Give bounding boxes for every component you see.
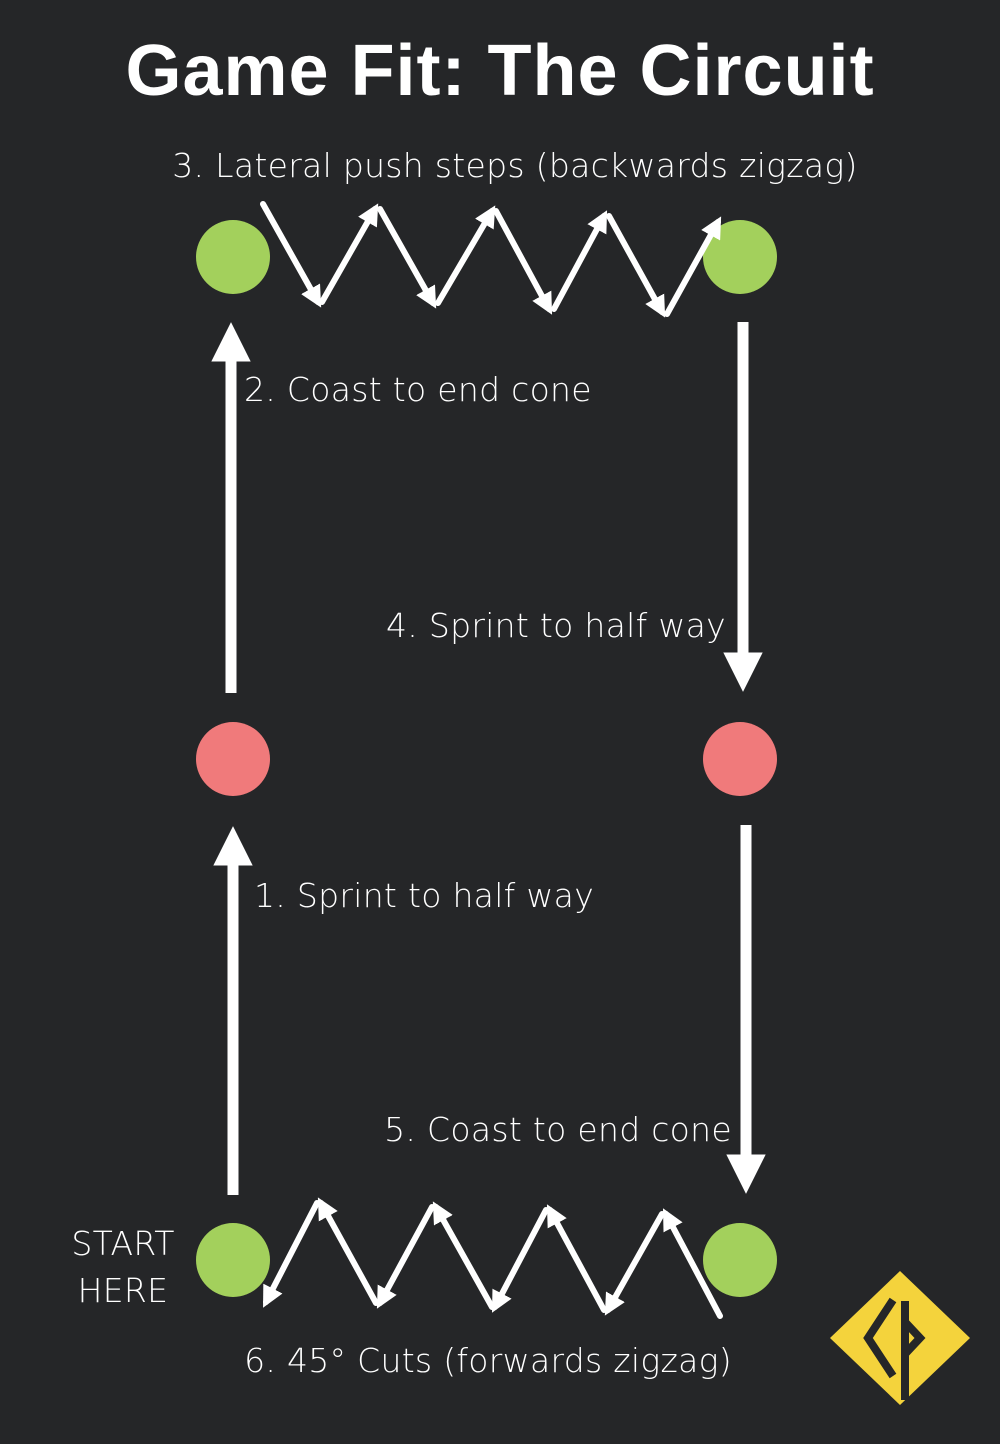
zigzag-bottom-segment [317, 1197, 379, 1306]
zigzag-top-segment [260, 201, 322, 308]
cone-top-left [196, 220, 270, 294]
step-6-label: 6. 45° Cuts (forwards zigzag) [244, 1341, 732, 1380]
step-5-label: 5. Coast to end cone [384, 1110, 732, 1149]
zigzag-bottom [263, 1197, 723, 1319]
zigzag-bottom-segment [263, 1200, 320, 1308]
zigzag-bottom-segment [662, 1208, 723, 1319]
cone-mid-left [196, 722, 270, 796]
cone-mid-right [703, 722, 777, 796]
zigzag-top-segment [377, 206, 437, 309]
zigzag-bottom-segment [491, 1207, 549, 1313]
start-label-line1: START [71, 1224, 175, 1263]
step-2-label: 2. Coast to end cone [244, 370, 592, 409]
cone-bottom-left [196, 1223, 270, 1297]
zigzag-top [260, 201, 722, 318]
zigzag-bottom-segment [432, 1201, 495, 1310]
cone-bottom-right [703, 1223, 777, 1297]
zigzag-top-segment [493, 208, 553, 315]
zigzag-top-segment [551, 210, 608, 312]
zigzag-top-segment [664, 216, 722, 317]
step-4-label: 4. Sprint to half way [385, 606, 726, 645]
diamond-logo-icon [830, 1271, 970, 1405]
zigzag-top-segment [319, 203, 379, 305]
zigzag-bottom-segment [604, 1211, 665, 1316]
route-arrows [211, 322, 766, 1195]
start-here-label: START HERE [60, 1220, 186, 1314]
zigzag-bottom-segment [376, 1204, 435, 1309]
start-label-line2: HERE [77, 1271, 169, 1310]
zigzag-bottom-segment [546, 1204, 607, 1313]
step-1-label: 1. Sprint to half way [254, 876, 595, 915]
cones [196, 220, 777, 1297]
step-3-label: 3. Lateral push steps (backwards zigzag) [172, 146, 858, 185]
zigzag-top-segment [435, 205, 496, 306]
zigzag-top-segment [606, 213, 666, 318]
page-title: Game Fit: The Circuit [125, 31, 875, 111]
cone-top-right [703, 220, 777, 294]
